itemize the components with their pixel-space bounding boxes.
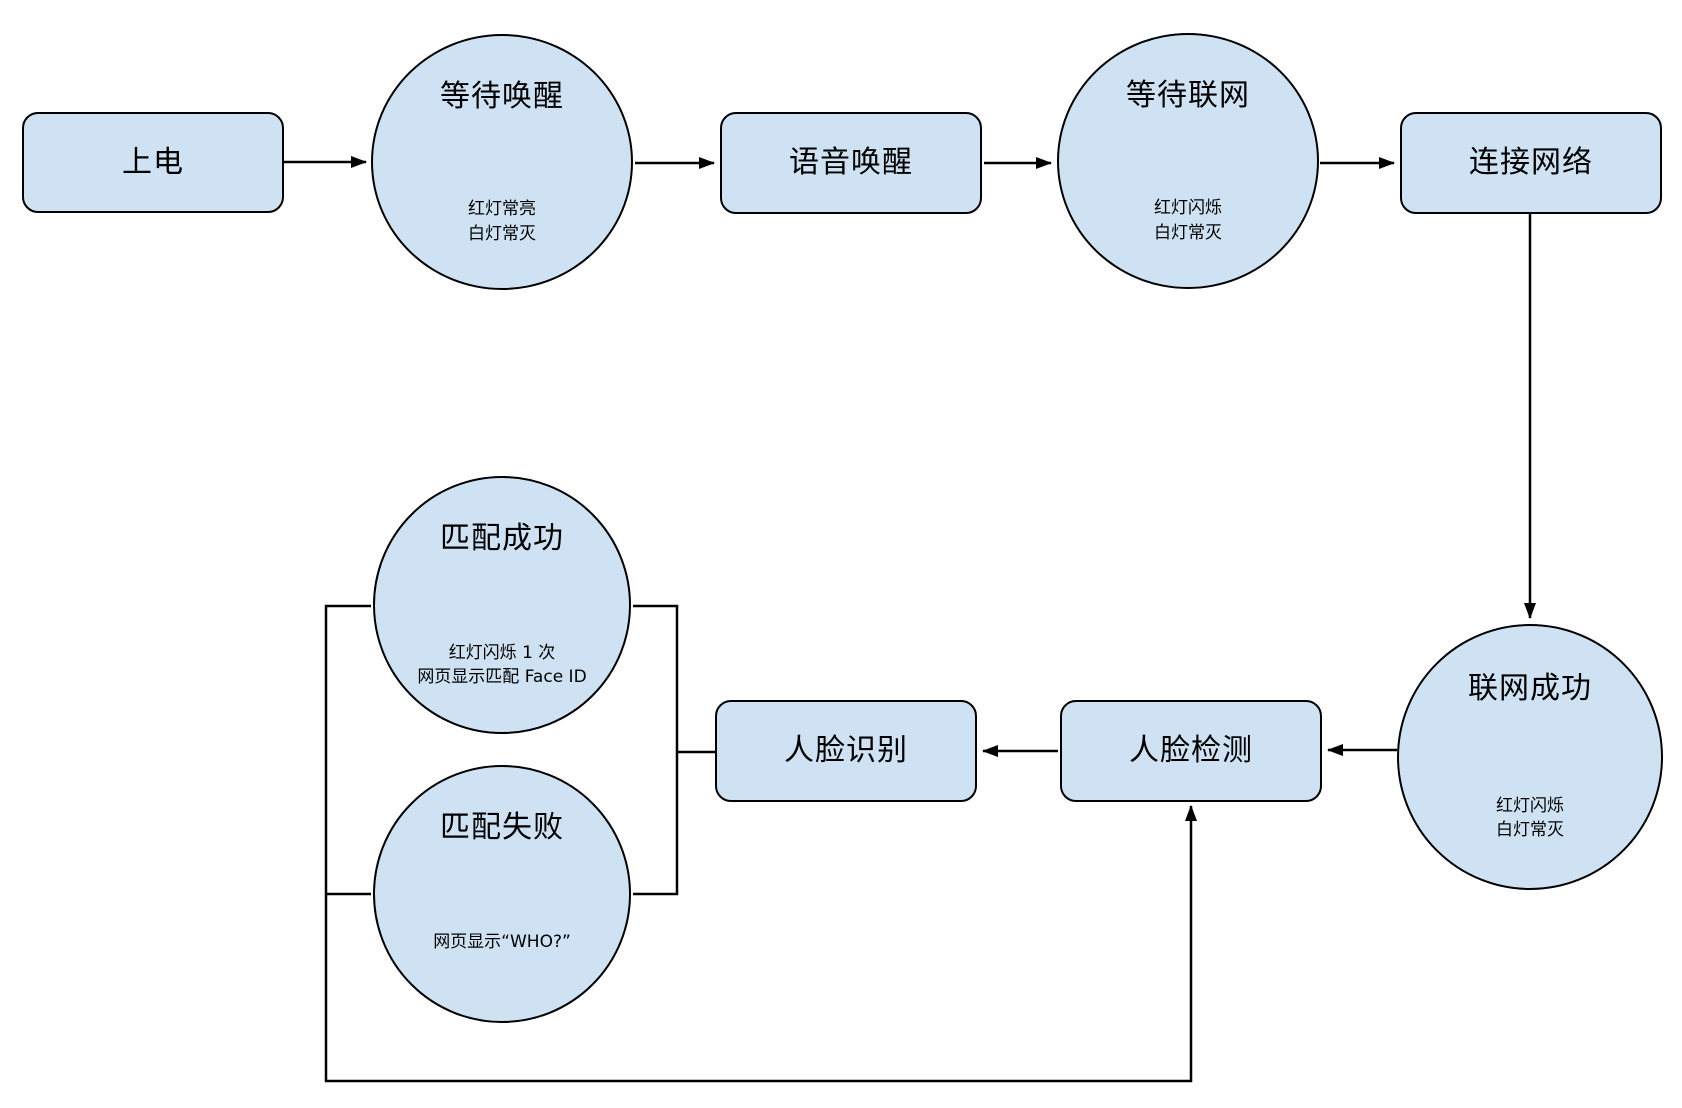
node-wait-network[interactable]: 等待联网 红灯闪烁 白灯常灭 [1057, 33, 1319, 289]
node-face-recognize-label: 人脸识别 [784, 733, 908, 768]
edge-bracket-right [633, 604, 715, 896]
node-match-fail-label: 匹配失败 [440, 810, 564, 846]
node-network-success-status: 红灯闪烁 白灯常灭 [1496, 795, 1564, 841]
node-network-success[interactable]: 联网成功 红灯闪烁 白灯常灭 [1397, 624, 1663, 890]
node-power-on-label: 上电 [122, 144, 184, 180]
node-match-success-status: 红灯闪烁 1 次 网页显示匹配 Face ID [417, 642, 587, 688]
node-match-fail[interactable]: 匹配失败 网页显示“WHO?” [373, 765, 631, 1023]
node-power-on[interactable]: 上电 [22, 112, 284, 213]
node-voice-wake-label: 语音唤醒 [789, 145, 913, 180]
node-match-fail-status: 网页显示“WHO?” [433, 931, 571, 952]
node-face-recognize[interactable]: 人脸识别 [715, 700, 977, 802]
node-connect-network-label: 连接网络 [1469, 145, 1593, 180]
node-connect-network[interactable]: 连接网络 [1400, 112, 1662, 214]
node-match-success-label: 匹配成功 [440, 521, 564, 557]
node-match-success[interactable]: 匹配成功 红灯闪烁 1 次 网页显示匹配 Face ID [373, 476, 631, 734]
node-wait-wake-status: 红灯常亮 白灯常灭 [468, 199, 536, 244]
node-wait-network-status: 红灯闪烁 白灯常灭 [1154, 198, 1222, 243]
node-network-success-label: 联网成功 [1468, 670, 1592, 706]
node-wait-wake-label: 等待唤醒 [440, 78, 564, 114]
node-wait-network-label: 等待联网 [1126, 77, 1250, 113]
node-face-detect-label: 人脸检测 [1129, 733, 1253, 768]
node-wait-wake[interactable]: 等待唤醒 红灯常亮 白灯常灭 [371, 34, 633, 290]
node-voice-wake[interactable]: 语音唤醒 [720, 112, 982, 214]
node-face-detect[interactable]: 人脸检测 [1060, 700, 1322, 802]
